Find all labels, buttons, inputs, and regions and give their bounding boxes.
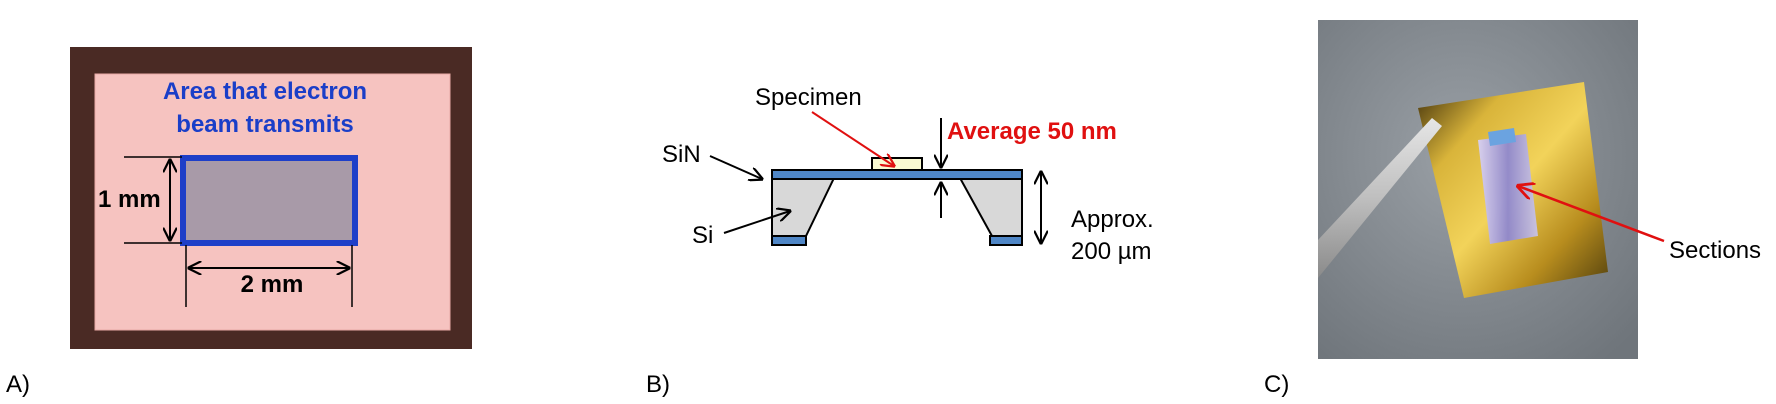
- sections-pointer: [1518, 186, 1665, 243]
- sections-label: Sections: [1669, 237, 1761, 264]
- tweezer-tip: [1318, 118, 1442, 278]
- thickness-label: Average 50 nm: [947, 118, 1117, 145]
- width-dimension-label: 2 mm: [241, 271, 304, 298]
- si-pointer: [723, 211, 790, 234]
- si-body-right: [958, 177, 1023, 237]
- panel-c: Sections C): [1264, 20, 1761, 398]
- height-dimension-label: 1 mm: [98, 186, 161, 213]
- sin-label: SiN: [662, 141, 701, 168]
- transmission-window: [180, 155, 358, 246]
- si-body-left: [771, 177, 836, 237]
- specimen-pointer: [811, 111, 894, 166]
- sin-membrane: [771, 169, 1023, 180]
- depth-label-line1: Approx.: [1071, 206, 1154, 233]
- sin-pad-right: [989, 235, 1023, 246]
- panel-c-label: C): [1264, 371, 1289, 398]
- panel-a: Area that electron beam transmits 1 mm 2…: [6, 47, 472, 398]
- panel-a-label: A): [6, 371, 30, 398]
- sin-pad-left: [771, 235, 807, 246]
- si-label: Si: [692, 222, 713, 249]
- sin-pointer: [709, 155, 762, 179]
- panel-b-label: B): [646, 371, 670, 398]
- specimen-block: [871, 157, 923, 171]
- depth-label-line2: 200 µm: [1071, 238, 1152, 265]
- section-strip: [1478, 134, 1538, 244]
- section-highlight: [1488, 128, 1516, 146]
- window-caption-line1: Area that electron: [163, 78, 367, 105]
- specimen-label: Specimen: [755, 84, 862, 111]
- panel-b: Specimen SiN Si Average 50 nm Approx. 20…: [646, 84, 1154, 398]
- window-caption-line2: beam transmits: [176, 111, 353, 138]
